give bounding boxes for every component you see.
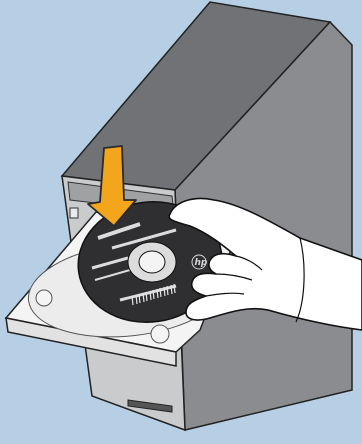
hp-logo-icon: hp xyxy=(192,255,208,269)
drive-button xyxy=(70,208,78,218)
svg-text:hp: hp xyxy=(195,258,208,268)
